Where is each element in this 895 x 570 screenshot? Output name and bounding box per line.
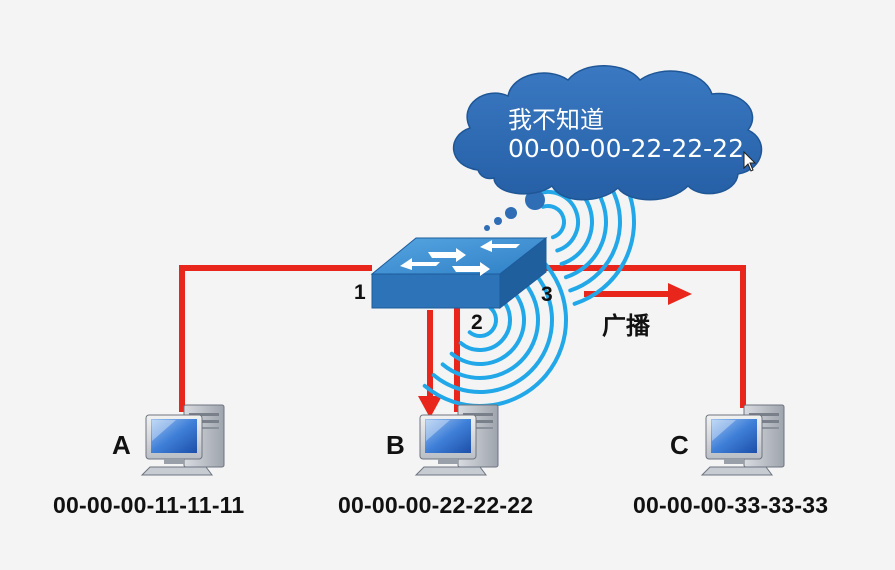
- port-label-2: 2: [471, 311, 483, 334]
- mac-address-B: 00-00-00-22-22-22: [338, 492, 534, 518]
- broadcast-arrow: [584, 283, 692, 305]
- link-port1-A: [179, 265, 372, 412]
- host-label-A: A: [112, 430, 131, 460]
- port-label-1: 1: [354, 281, 366, 304]
- computer-A-icon: [141, 404, 225, 476]
- thought-cloud: [453, 65, 763, 201]
- broadcast-label: 广播: [602, 312, 650, 340]
- link-port3-C: [540, 265, 746, 408]
- host-label-B: B: [386, 430, 405, 460]
- mouse-cursor-icon: [743, 150, 757, 172]
- network-switch-icon: [370, 236, 548, 310]
- computer-B-icon: [415, 404, 499, 476]
- cloud-text-line1: 我不知道: [508, 106, 604, 134]
- arrow-to-B: [418, 396, 442, 418]
- host-label-C: C: [670, 430, 689, 460]
- mac-address-A: 00-00-00-11-11-11: [53, 492, 245, 518]
- thought-bubbles: [484, 190, 545, 231]
- mac-address-C: 00-00-00-33-33-33: [633, 492, 829, 518]
- cloud-text-line2: 00-00-00-22-22-22: [508, 134, 744, 163]
- port-label-3: 3: [541, 283, 553, 306]
- computer-C-icon: [701, 404, 785, 476]
